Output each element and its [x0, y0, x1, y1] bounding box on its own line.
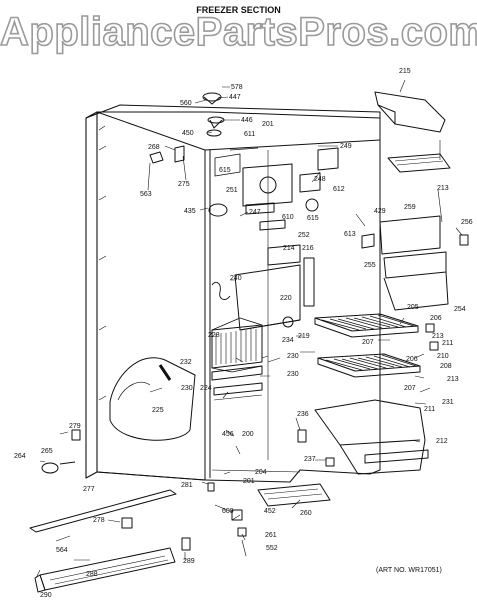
part-label-206: 206	[406, 356, 418, 363]
part-label-610: 610	[282, 214, 294, 221]
part-label-612: 612	[333, 186, 345, 193]
part-label-211: 211	[424, 406, 435, 413]
part-label-435: 435	[184, 208, 196, 215]
part-label-254: 254	[454, 306, 466, 313]
part-label-201: 201	[243, 478, 255, 485]
part-label-237: 237	[304, 456, 316, 463]
part-label-289: 289	[183, 558, 195, 565]
part-label-265: 265	[41, 448, 53, 455]
part-label-211: 211	[442, 340, 453, 347]
part-label-200: 200	[242, 431, 254, 438]
part-label-207: 207	[404, 385, 416, 392]
cabinet-liner	[85, 104, 381, 483]
part-label-288: 288	[86, 571, 98, 578]
part-label-236: 236	[297, 411, 309, 418]
part-label-450: 450	[182, 130, 194, 137]
top-controls	[149, 92, 339, 231]
part-label-225: 225	[152, 407, 164, 414]
evaporator-cover	[211, 244, 315, 331]
part-label-249: 249	[340, 143, 352, 150]
part-label-201: 201	[262, 121, 274, 128]
ice-components	[361, 91, 451, 311]
part-label-230: 230	[287, 353, 299, 360]
part-label-219: 219	[298, 333, 310, 340]
part-label-578: 578	[231, 84, 243, 91]
part-label-216: 216	[302, 245, 314, 252]
leader-lines	[35, 79, 463, 579]
part-label-429: 429	[374, 208, 386, 215]
part-label-213: 213	[447, 376, 459, 383]
part-label-248: 248	[314, 176, 326, 183]
part-label-447: 447	[229, 94, 241, 101]
part-label-259: 259	[404, 204, 416, 211]
ice-tray-left	[109, 357, 196, 441]
part-label-615: 615	[307, 215, 319, 222]
part-label-613: 613	[344, 231, 356, 238]
part-label-206: 206	[430, 315, 442, 322]
part-label-220: 220	[280, 295, 292, 302]
part-label-260: 260	[300, 510, 312, 517]
part-label-213: 213	[432, 333, 444, 340]
art-number: (ART NO. WR17051)	[376, 567, 442, 574]
part-label-611: 611	[244, 131, 255, 138]
part-label-240: 240	[230, 275, 242, 282]
part-label-252: 252	[298, 232, 310, 239]
part-label-261: 261	[265, 532, 277, 539]
bottom-parts	[29, 234, 469, 593]
part-label-234: 234	[282, 337, 294, 344]
part-label-214: 214	[283, 245, 295, 252]
part-label-278: 278	[93, 517, 105, 524]
part-label-208: 208	[440, 363, 452, 370]
part-label-247: 247	[249, 209, 261, 216]
part-label-232: 232	[180, 359, 192, 366]
part-label-277: 277	[83, 486, 95, 493]
part-label-213: 213	[437, 185, 449, 192]
part-label-215: 215	[399, 68, 411, 75]
part-label-609: 609	[222, 508, 234, 515]
part-label-563: 563	[140, 191, 152, 198]
part-label-290: 290	[40, 592, 52, 599]
part-label-204: 204	[255, 469, 267, 476]
part-label-456: 456	[222, 431, 234, 438]
part-label-560: 560	[180, 100, 192, 107]
part-label-279: 279	[69, 423, 81, 430]
part-label-228: 228	[208, 332, 220, 339]
part-label-212: 212	[436, 438, 448, 445]
part-label-256: 256	[461, 219, 473, 226]
part-label-268: 268	[148, 144, 160, 151]
part-label-275: 275	[178, 181, 190, 188]
page-title: FREEZER SECTION	[196, 5, 281, 15]
watermark: AppliancePartsPros.com	[0, 9, 477, 55]
ice-bin	[314, 399, 429, 475]
part-label-230: 230	[181, 385, 193, 392]
part-label-210: 210	[437, 353, 449, 360]
part-label-205: 205	[407, 304, 419, 311]
part-label-207: 207	[362, 339, 374, 346]
part-labels: 578 447 560 446 450 611 201 268 275 563 615 251 435 2…	[14, 68, 473, 599]
evaporator-coil	[211, 317, 263, 373]
part-label-224: 224	[200, 385, 212, 392]
part-label-264: 264	[14, 453, 26, 460]
part-label-564: 564	[56, 547, 68, 554]
part-label-230: 230	[287, 371, 299, 378]
wire-shelves	[314, 313, 421, 378]
part-label-281: 281	[181, 482, 193, 489]
part-label-255: 255	[364, 262, 376, 269]
part-label-615: 615	[219, 167, 231, 174]
part-label-552: 552	[266, 545, 278, 552]
part-label-452: 452	[264, 508, 276, 515]
part-label-446: 446	[241, 117, 253, 124]
shelf-brackets	[211, 365, 263, 401]
part-label-251: 251	[226, 187, 238, 194]
part-label-231: 231	[442, 399, 454, 406]
